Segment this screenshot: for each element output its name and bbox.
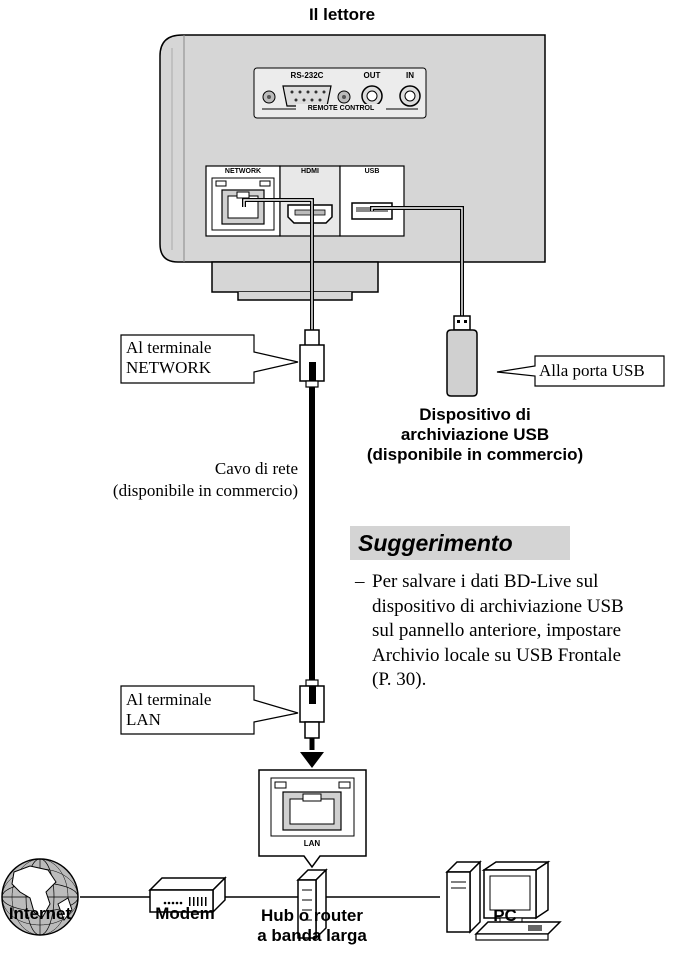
callout-usb-port: Alla porta USB — [539, 361, 645, 380]
callout-lan-terminal: Al terminale LAN — [126, 690, 211, 730]
usb-device-label: Dispositivo di archiviazione USB (dispon… — [355, 405, 595, 465]
globe-icon — [1, 858, 79, 936]
pc-icon — [445, 860, 562, 941]
pc-label: PC — [493, 906, 517, 925]
callout-network-terminal: Al terminale NETWORK — [126, 338, 211, 378]
network-plug-top — [299, 329, 325, 388]
hub-label: Hub o router a banda larga — [252, 906, 372, 946]
router-icon — [296, 868, 328, 940]
cables — [242, 198, 464, 750]
callout-line: Al terminale — [126, 690, 212, 709]
usb-port-label: USB — [364, 168, 380, 175]
tip-text: Per salvare i dati BD-Live sul dispositi… — [372, 571, 624, 690]
remote-control-label: REMOTE CONTROL — [296, 104, 386, 114]
usb-device-line: (disponibile in commercio) — [366, 445, 584, 464]
tip-heading: Suggerimento — [350, 526, 570, 560]
rs232c-label: RS-232C — [290, 71, 324, 80]
cable-line: (disponibile in commercio) — [112, 481, 298, 500]
modem-icon — [148, 876, 227, 914]
hub-line: a banda larga — [257, 926, 367, 945]
network-plug-bottom — [299, 679, 325, 739]
out-label: OUT — [363, 71, 381, 80]
tip-dash: – — [355, 571, 365, 592]
tip-title: Suggerimento — [358, 530, 513, 556]
internet-label: Internet — [8, 904, 72, 923]
insert-arrow — [300, 752, 324, 768]
callout-line: LAN — [126, 710, 161, 729]
hdmi-port-label: HDMI — [301, 168, 319, 175]
callout-line: Al terminale — [126, 338, 212, 357]
tip-body: –Per salvare i dati BD-Live sul disposit… — [355, 570, 642, 693]
hub-line: Hub o router — [261, 906, 363, 925]
network-port-label: NETWORK — [224, 168, 262, 175]
callout-boxes — [120, 334, 665, 735]
lan-port-box — [258, 769, 367, 869]
usb-stick — [446, 315, 478, 397]
cable-label: Cavo di rete (disponibile in commercio) — [58, 458, 298, 502]
usb-device-line: archiviazione USB — [400, 425, 550, 444]
cable-line: Cavo di rete — [214, 459, 298, 478]
lan-label: LAN — [303, 839, 321, 848]
modem-label: Modem — [155, 904, 215, 923]
player-title: Il lettore — [308, 5, 376, 24]
usb-device-line: Dispositivo di — [419, 405, 531, 424]
callout-line: NETWORK — [126, 358, 211, 377]
in-label: IN — [406, 71, 414, 80]
